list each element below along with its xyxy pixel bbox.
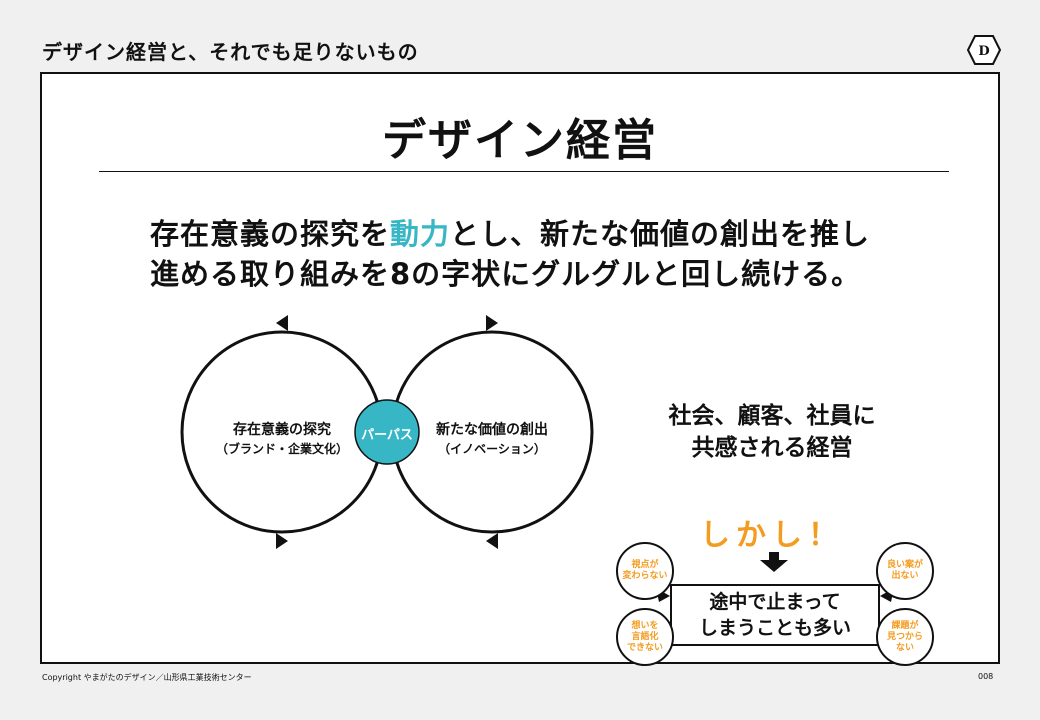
left-loop-sub: （ブランド・企業文化） (215, 442, 348, 456)
stall-line-2: しまうことも多い (698, 617, 851, 639)
statement-line-1: 存在意義の探究を動力とし、新たな価値の創出を推し (150, 214, 950, 254)
however-heading: しかし！ (700, 518, 844, 553)
statement-accent-word: 動力 (390, 217, 451, 251)
left-loop-main: 存在意義の探究 (233, 422, 331, 438)
left-loop-label: 存在意義の探究 （ブランド・企業文化） (182, 419, 382, 457)
empathy-text: 社会、顧客、社員に 共感される経営 (642, 400, 902, 464)
stall-box (670, 584, 880, 646)
purpose-circle (354, 399, 420, 465)
slide-frame: デザイン経営 存在意義の探究を動力とし、新たな価値の創出を推し 進める取り組みを… (40, 72, 1000, 666)
footer-copyright: Copyright やまがたのデザイン／山形県工業技術センター (42, 673, 252, 682)
statement-line-2: 進める取り組みを8の字状にグルグルと回し続ける。 (150, 257, 862, 291)
bubble-verbalize-text: 想いを 言語化 できない (626, 620, 663, 653)
statement-line-1-before: 存在意義の探究を (150, 217, 391, 251)
slide-title: デザイン経営 (382, 115, 658, 166)
brand-logo-icon: D (966, 35, 1002, 65)
bubble-good-idea-text: 良い案が 出ない (886, 560, 923, 581)
bubble-find-issues: 課題が 見つから ない (876, 608, 934, 666)
stall-text: 途中で止まって しまうことも多い (670, 589, 880, 641)
bubble-find-issues-text: 課題が 見つから ない (886, 620, 923, 653)
logo-letter: D (978, 44, 989, 59)
figure-eight-diagram (180, 315, 594, 549)
title-divider (99, 171, 949, 172)
down-arrow-icon (760, 552, 788, 572)
empathy-line-1: 社会、顧客、社員に (668, 403, 876, 429)
right-loop-label: 新たな価値の創出 （イノベーション） (392, 419, 592, 457)
statement-line-1-after: とし、新たな価値の創出を推し (450, 217, 871, 251)
footer-page-number: 008 (978, 672, 994, 681)
bubble-verbalize: 想いを 言語化 できない (616, 608, 674, 666)
bubble-perspective-text: 視点が 変わらない (622, 560, 668, 581)
right-loop-top-arrow-icon (486, 315, 498, 331)
bubble-perspective: 視点が 変わらない (616, 542, 674, 600)
left-loop-top-arrow-icon (276, 315, 288, 331)
right-loop-bottom-arrow-icon (486, 533, 498, 549)
bubble-good-idea: 良い案が 出ない (876, 542, 934, 600)
stall-line-1: 途中で止まって (709, 591, 841, 613)
left-loop-bottom-arrow-icon (276, 533, 288, 549)
purpose-label: パーパス (361, 428, 413, 443)
header-title: デザイン経営と、それでも足りないもの (42, 40, 419, 64)
empathy-line-2: 共感される経営 (691, 435, 853, 461)
right-loop-sub: （イノベーション） (438, 442, 546, 456)
main-statement: 存在意義の探究を動力とし、新たな価値の創出を推し 進める取り組みを8の字状にグル… (150, 214, 950, 294)
right-loop-main: 新たな価値の創出 (436, 422, 548, 438)
